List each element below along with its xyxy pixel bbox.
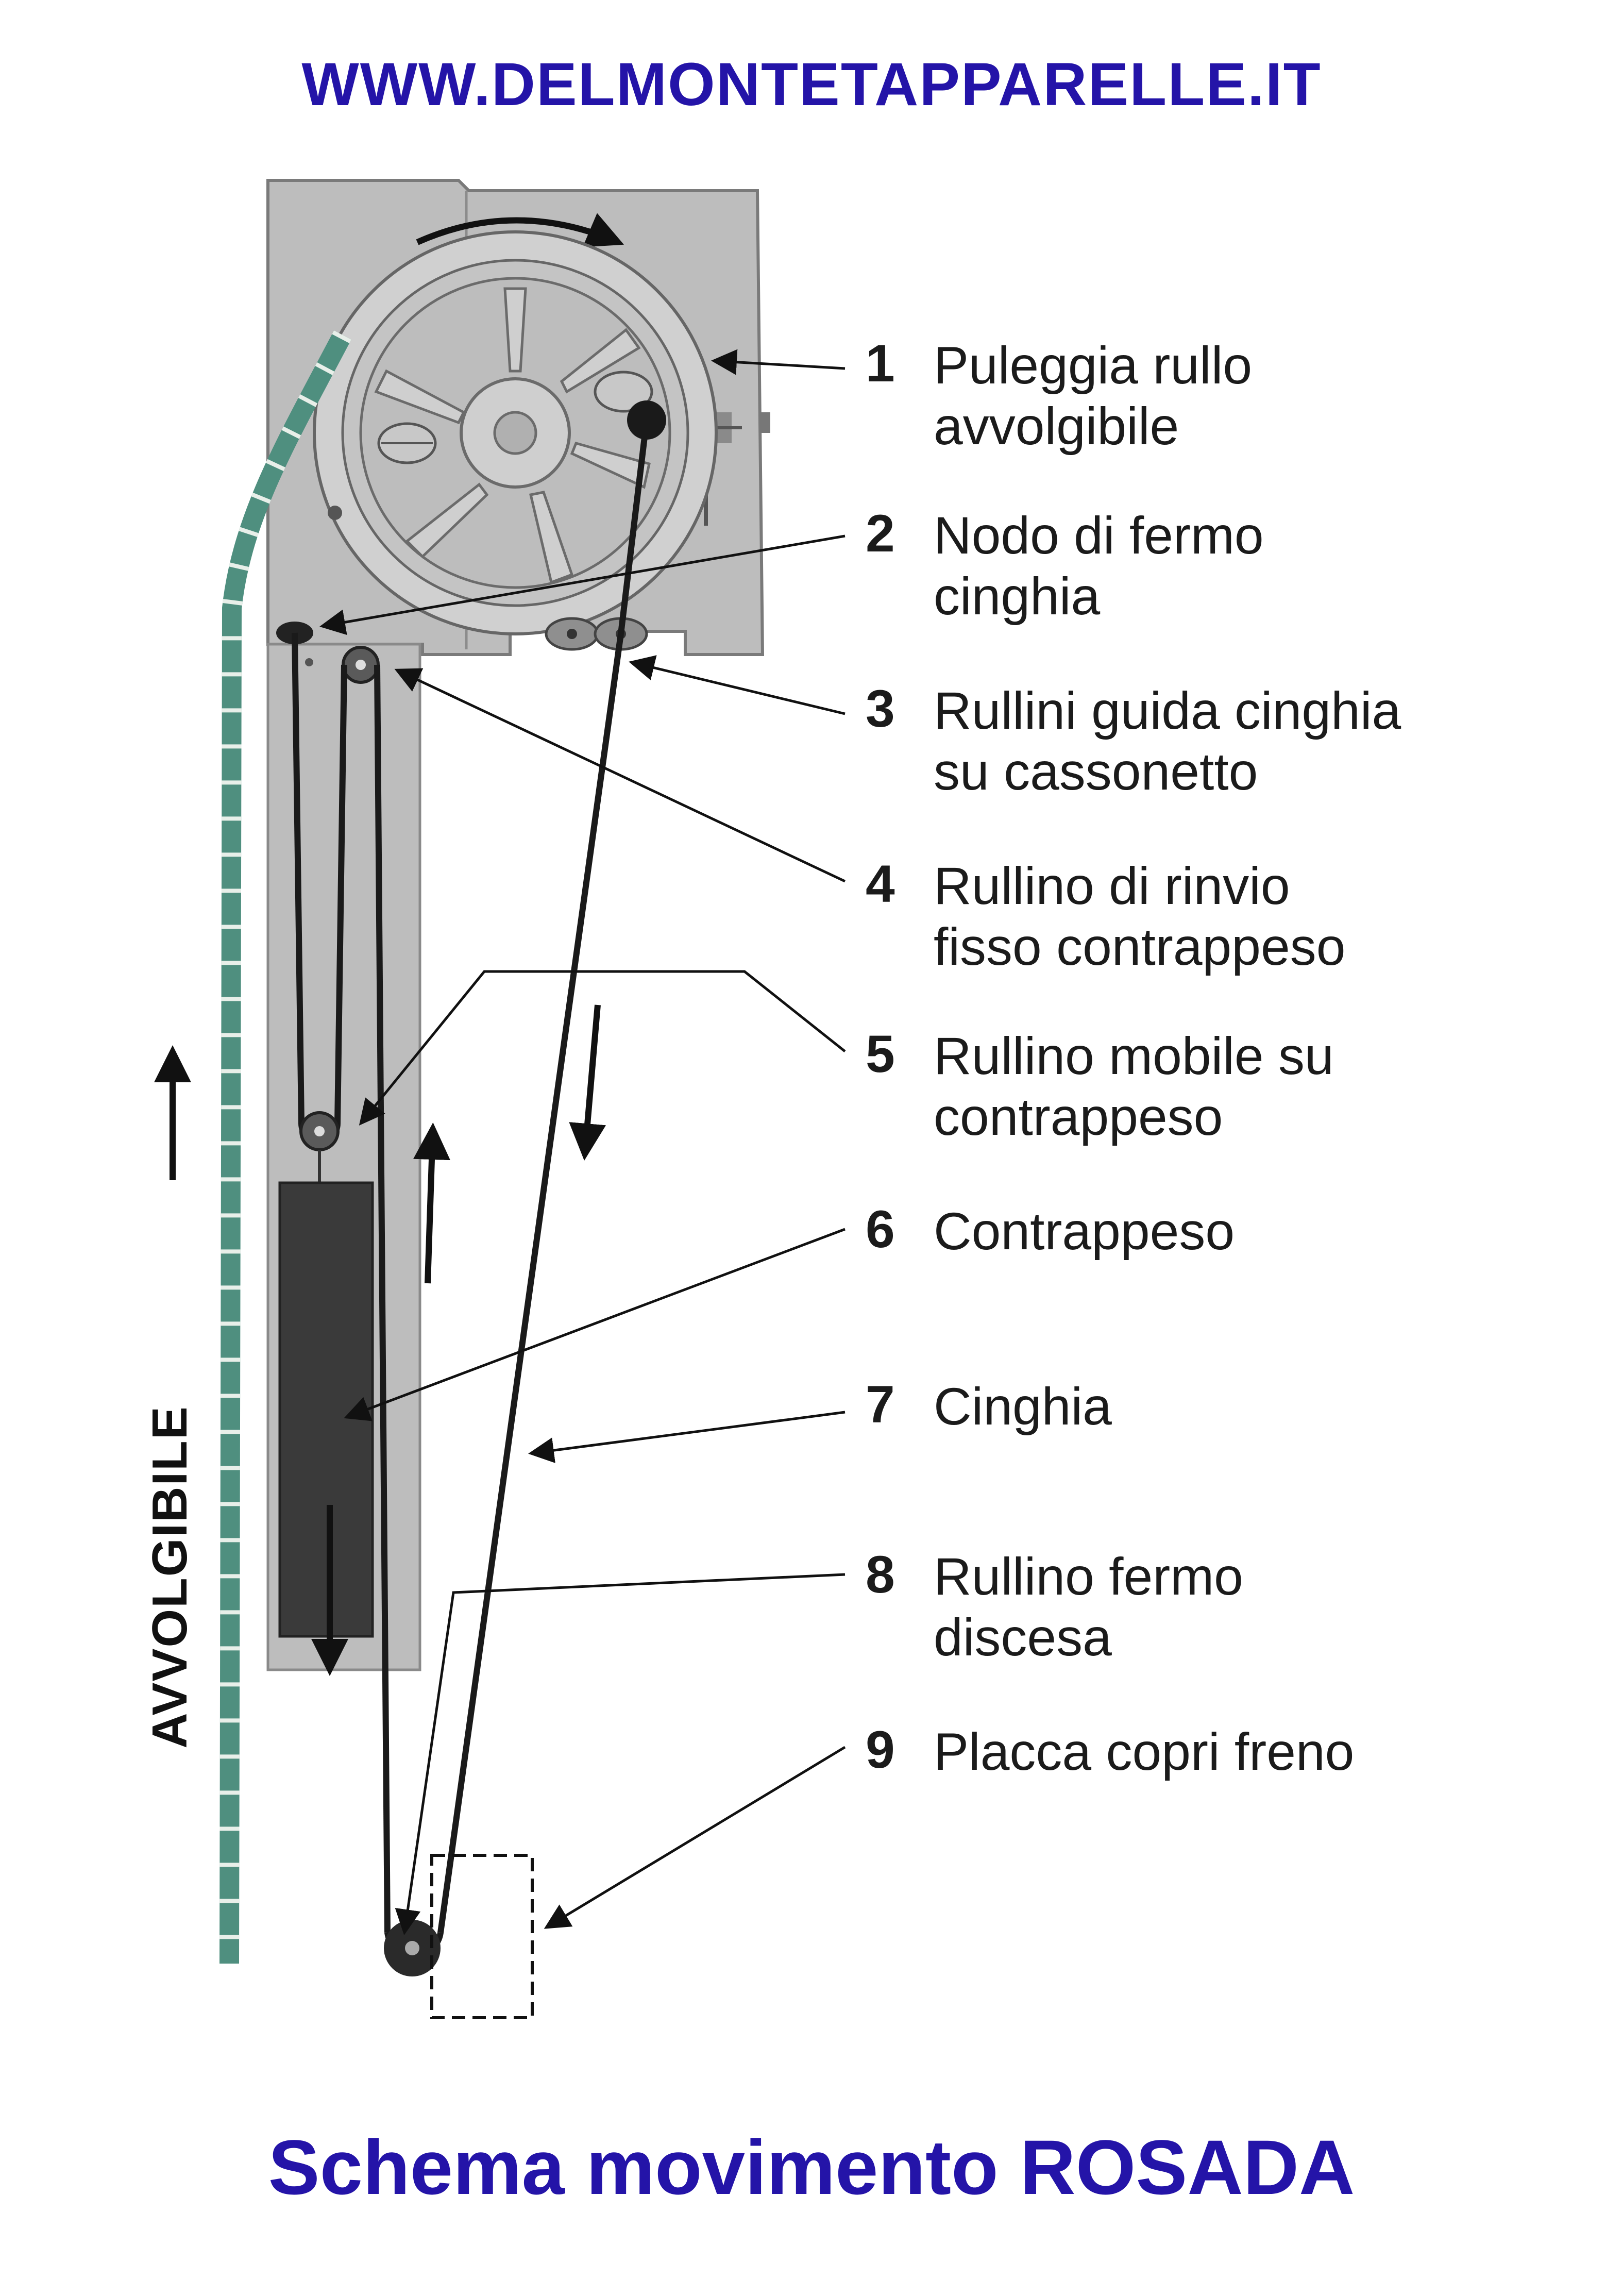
legend-text: Cinghia [934,1376,1593,1437]
legend-line-1: Rullino di rinvio [934,857,1290,915]
legend-line-2: fisso contrappeso [934,917,1346,976]
legend-line-1: Rullino fermo [934,1547,1243,1606]
legend-number: 1 [866,334,895,393]
belt [292,420,650,1959]
leader-5 [359,970,846,1126]
legend-number: 4 [866,854,895,913]
legend-number: 6 [866,1200,895,1259]
legend-line-1: Placca copri freno [934,1722,1355,1781]
leader-3 [629,655,846,715]
leader-2 [319,534,846,635]
legend-line-2: contrappeso [934,1087,1223,1146]
movement-arrows [154,1004,606,1676]
legend-line-2: su cassonetto [934,742,1258,801]
leader-6 [344,1228,846,1421]
legend-line-1: Contrappeso [934,1202,1235,1261]
leader-7 [528,1411,846,1463]
legend-number: 3 [866,679,895,738]
fixed-return-roller [305,646,380,684]
legend-line-1: Rullino mobile su [934,1027,1334,1085]
pulley-wheel [313,230,718,635]
legend-text: Rullini guida cinghia su cassonetto [934,680,1593,802]
belt-up-arrow-icon [413,1122,450,1284]
legend-line-2: discesa [934,1608,1112,1667]
legend-text: Rullino mobile su contrappeso [934,1026,1593,1147]
brake-cover-plate [430,1854,534,2019]
legend-line-2: avvolgibile [934,397,1179,456]
legend-text: Rullino fermo discesa [934,1546,1593,1668]
legend-text: Puleggia rullo avvolgibile [934,335,1593,457]
legend-text: Nodo di fermo cinghia [934,505,1593,627]
counterweight [278,1181,374,1638]
page-title: Schema movimento ROSADA [268,2124,1355,2210]
legend-number: 2 [866,504,895,563]
leader-1 [711,349,846,375]
legend-text: Placca copri freno [934,1721,1593,1782]
legend-number: 5 [866,1025,895,1083]
leader-8 [395,1573,846,1935]
legend-text: Contrappeso [934,1201,1593,1262]
legend-line-2: cinghia [934,567,1101,626]
legend-number: 9 [866,1720,895,1779]
legend-number: 8 [866,1545,895,1604]
website-url[interactable]: WWW.DELMONTETAPPARELLE.IT [301,51,1322,119]
belt-down-arrow-icon [569,1004,606,1161]
legend-line-1: Rullini guida cinghia [934,681,1401,740]
shutter-label: AVVOLGIBILE [142,1405,197,1749]
mobile-counterweight-roller [299,1111,340,1183]
legend-number: 7 [866,1375,895,1434]
leader-9 [544,1746,846,1929]
legend-line-1: Nodo di fermo [934,506,1264,565]
legend-line-1: Puleggia rullo [934,336,1253,395]
leader-lines [319,349,846,1935]
leader-4 [394,668,846,883]
shutter-slats [219,330,351,1964]
legend-text: Rullino di rinvio fisso contrappeso [934,856,1593,977]
legend-line-1: Cinghia [934,1377,1112,1436]
rotation-arrow-icon [416,213,624,247]
